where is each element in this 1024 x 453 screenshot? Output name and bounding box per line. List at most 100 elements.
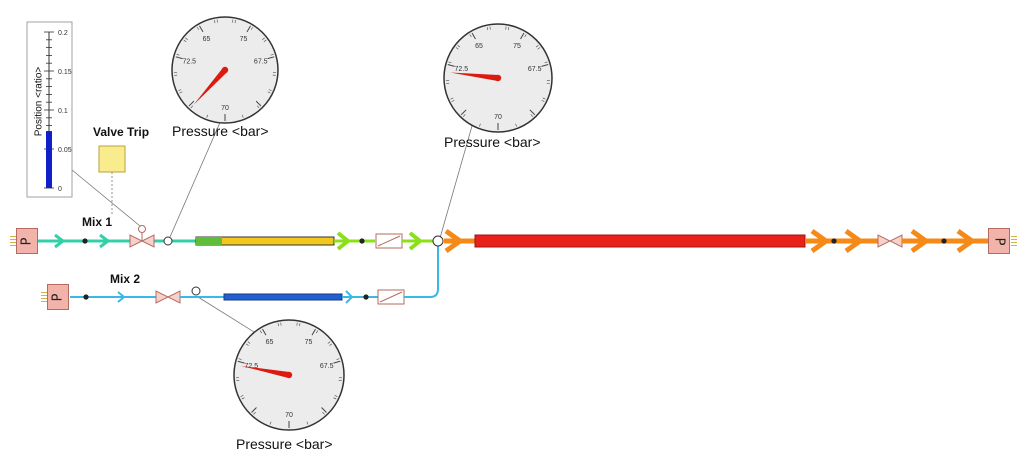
- gauge-tick: [329, 343, 333, 346]
- valve-mix2: [155, 290, 181, 304]
- position-axis-label: Position <ratio>: [33, 66, 45, 137]
- gauge-tick: [245, 343, 249, 346]
- gauge-tick-label: 67.5: [320, 363, 334, 370]
- gauge-tick: [176, 53, 180, 56]
- gauge-tick-label: 67.5: [254, 58, 268, 65]
- gauge-tick: [256, 105, 260, 109]
- source-mix1-label: P: [19, 237, 35, 245]
- valve-trip-indicator[interactable]: [98, 145, 126, 173]
- gauge-tick: [520, 32, 525, 40]
- junction-node: [432, 235, 444, 247]
- gauge-tick-label: 70: [285, 412, 293, 419]
- pressure-label-upper-left: Pressure <bar>: [172, 123, 269, 139]
- gauge-tick: [241, 114, 244, 118]
- gauge-tick: [336, 358, 340, 360]
- mix1-pipe: [195, 231, 434, 251]
- gauge-tick: [544, 61, 548, 64]
- position-tick-label: 0.05: [58, 147, 72, 154]
- gauge-tick: [199, 25, 204, 33]
- gauge-tick: [451, 99, 455, 102]
- gauge-tick: [322, 411, 325, 415]
- main-line: [432, 228, 988, 254]
- gauge-needle: [450, 72, 499, 81]
- position-tick-label: 0.15: [58, 69, 72, 76]
- valve-outlet: [877, 234, 903, 248]
- gauge-tick: [251, 407, 257, 413]
- gauge-tick: [247, 341, 251, 344]
- gauge-tick: [469, 34, 472, 38]
- gauge-tick: [460, 109, 467, 116]
- gauge-tick: [246, 25, 251, 33]
- gauge-tick: [542, 97, 546, 100]
- gauge-tick: [455, 47, 459, 50]
- sink-stub: [1011, 236, 1017, 246]
- gauge-tick-label: 70: [494, 114, 502, 121]
- source-stub-mix2: [41, 292, 47, 302]
- gauge-tick: [448, 61, 452, 64]
- gauge-tick: [237, 360, 245, 364]
- gauge-tick-label: 72.5: [182, 58, 196, 65]
- gauge-tick: [183, 39, 187, 43]
- gauge-tick: [334, 395, 338, 397]
- pressure-label-lower: Pressure <bar>: [236, 436, 333, 452]
- gauge-tick-label: 67.5: [528, 66, 542, 73]
- gauge-tick: [241, 397, 245, 400]
- position-gauge: 0.20.150.10.050: [26, 21, 73, 198]
- position-tick-label: 0.2: [58, 30, 68, 37]
- gauge-tick: [321, 407, 327, 413]
- gauge-tick: [479, 123, 481, 127]
- mix1-line: [38, 225, 196, 249]
- gauge-tick: [462, 114, 466, 117]
- gauge-hub: [221, 66, 229, 74]
- gauge-tick: [234, 20, 236, 24]
- gauge-tick: [471, 32, 476, 40]
- sink-label: P: [991, 237, 1007, 245]
- gauge-tick: [268, 89, 272, 92]
- gauge-tick: [188, 100, 195, 107]
- gauge-tick: [457, 45, 461, 48]
- gauge-tick: [259, 330, 263, 334]
- gauge-tick: [238, 358, 242, 360]
- gauge-tick: [267, 91, 271, 94]
- gauge-tick: [253, 411, 256, 415]
- gauge-tick: [507, 27, 510, 31]
- gauge-tick: [270, 53, 274, 56]
- gauge-tick-label: 75: [305, 339, 313, 346]
- gauge-tick: [541, 64, 549, 67]
- gauge-tick: [262, 37, 265, 41]
- source-box-mix1[interactable]: P: [16, 228, 38, 254]
- gauge-tick: [269, 421, 272, 425]
- gauge-tick: [524, 34, 527, 38]
- gauge-tick: [190, 105, 194, 109]
- pressure-sensor-mix2: [191, 286, 201, 296]
- mix2-label: Mix 2: [110, 272, 141, 286]
- position-level-bar: [46, 131, 52, 188]
- gauge-tick: [178, 89, 182, 92]
- gauge-tick-label: 75: [513, 43, 521, 50]
- gauge-needle: [240, 365, 290, 378]
- gauge-tick: [530, 114, 534, 117]
- gauge-tick: [447, 64, 455, 67]
- gauge-tick-label: 65: [475, 43, 483, 50]
- source-stub-mix1: [10, 236, 16, 246]
- sink-box-outlet[interactable]: P: [988, 228, 1010, 254]
- gauge-tick: [175, 56, 183, 60]
- mix2-line: [70, 246, 439, 305]
- gauge-tick: [529, 109, 536, 116]
- source-box-mix2[interactable]: P: [47, 284, 69, 310]
- gauge-hub: [494, 74, 502, 82]
- gauge-tick: [262, 328, 267, 336]
- gauge-tick: [267, 56, 275, 60]
- gauge-tick: [311, 328, 316, 336]
- gauge-tick: [255, 100, 262, 107]
- gauge-tick-label: 75: [240, 36, 248, 43]
- gauge-tick: [206, 114, 209, 118]
- gauge-tick: [327, 341, 331, 344]
- valve-trip-label: Valve Trip: [93, 125, 150, 139]
- gauge-tick: [450, 97, 454, 100]
- mix1-label: Mix 1: [82, 215, 113, 229]
- gauge-tick: [315, 330, 319, 334]
